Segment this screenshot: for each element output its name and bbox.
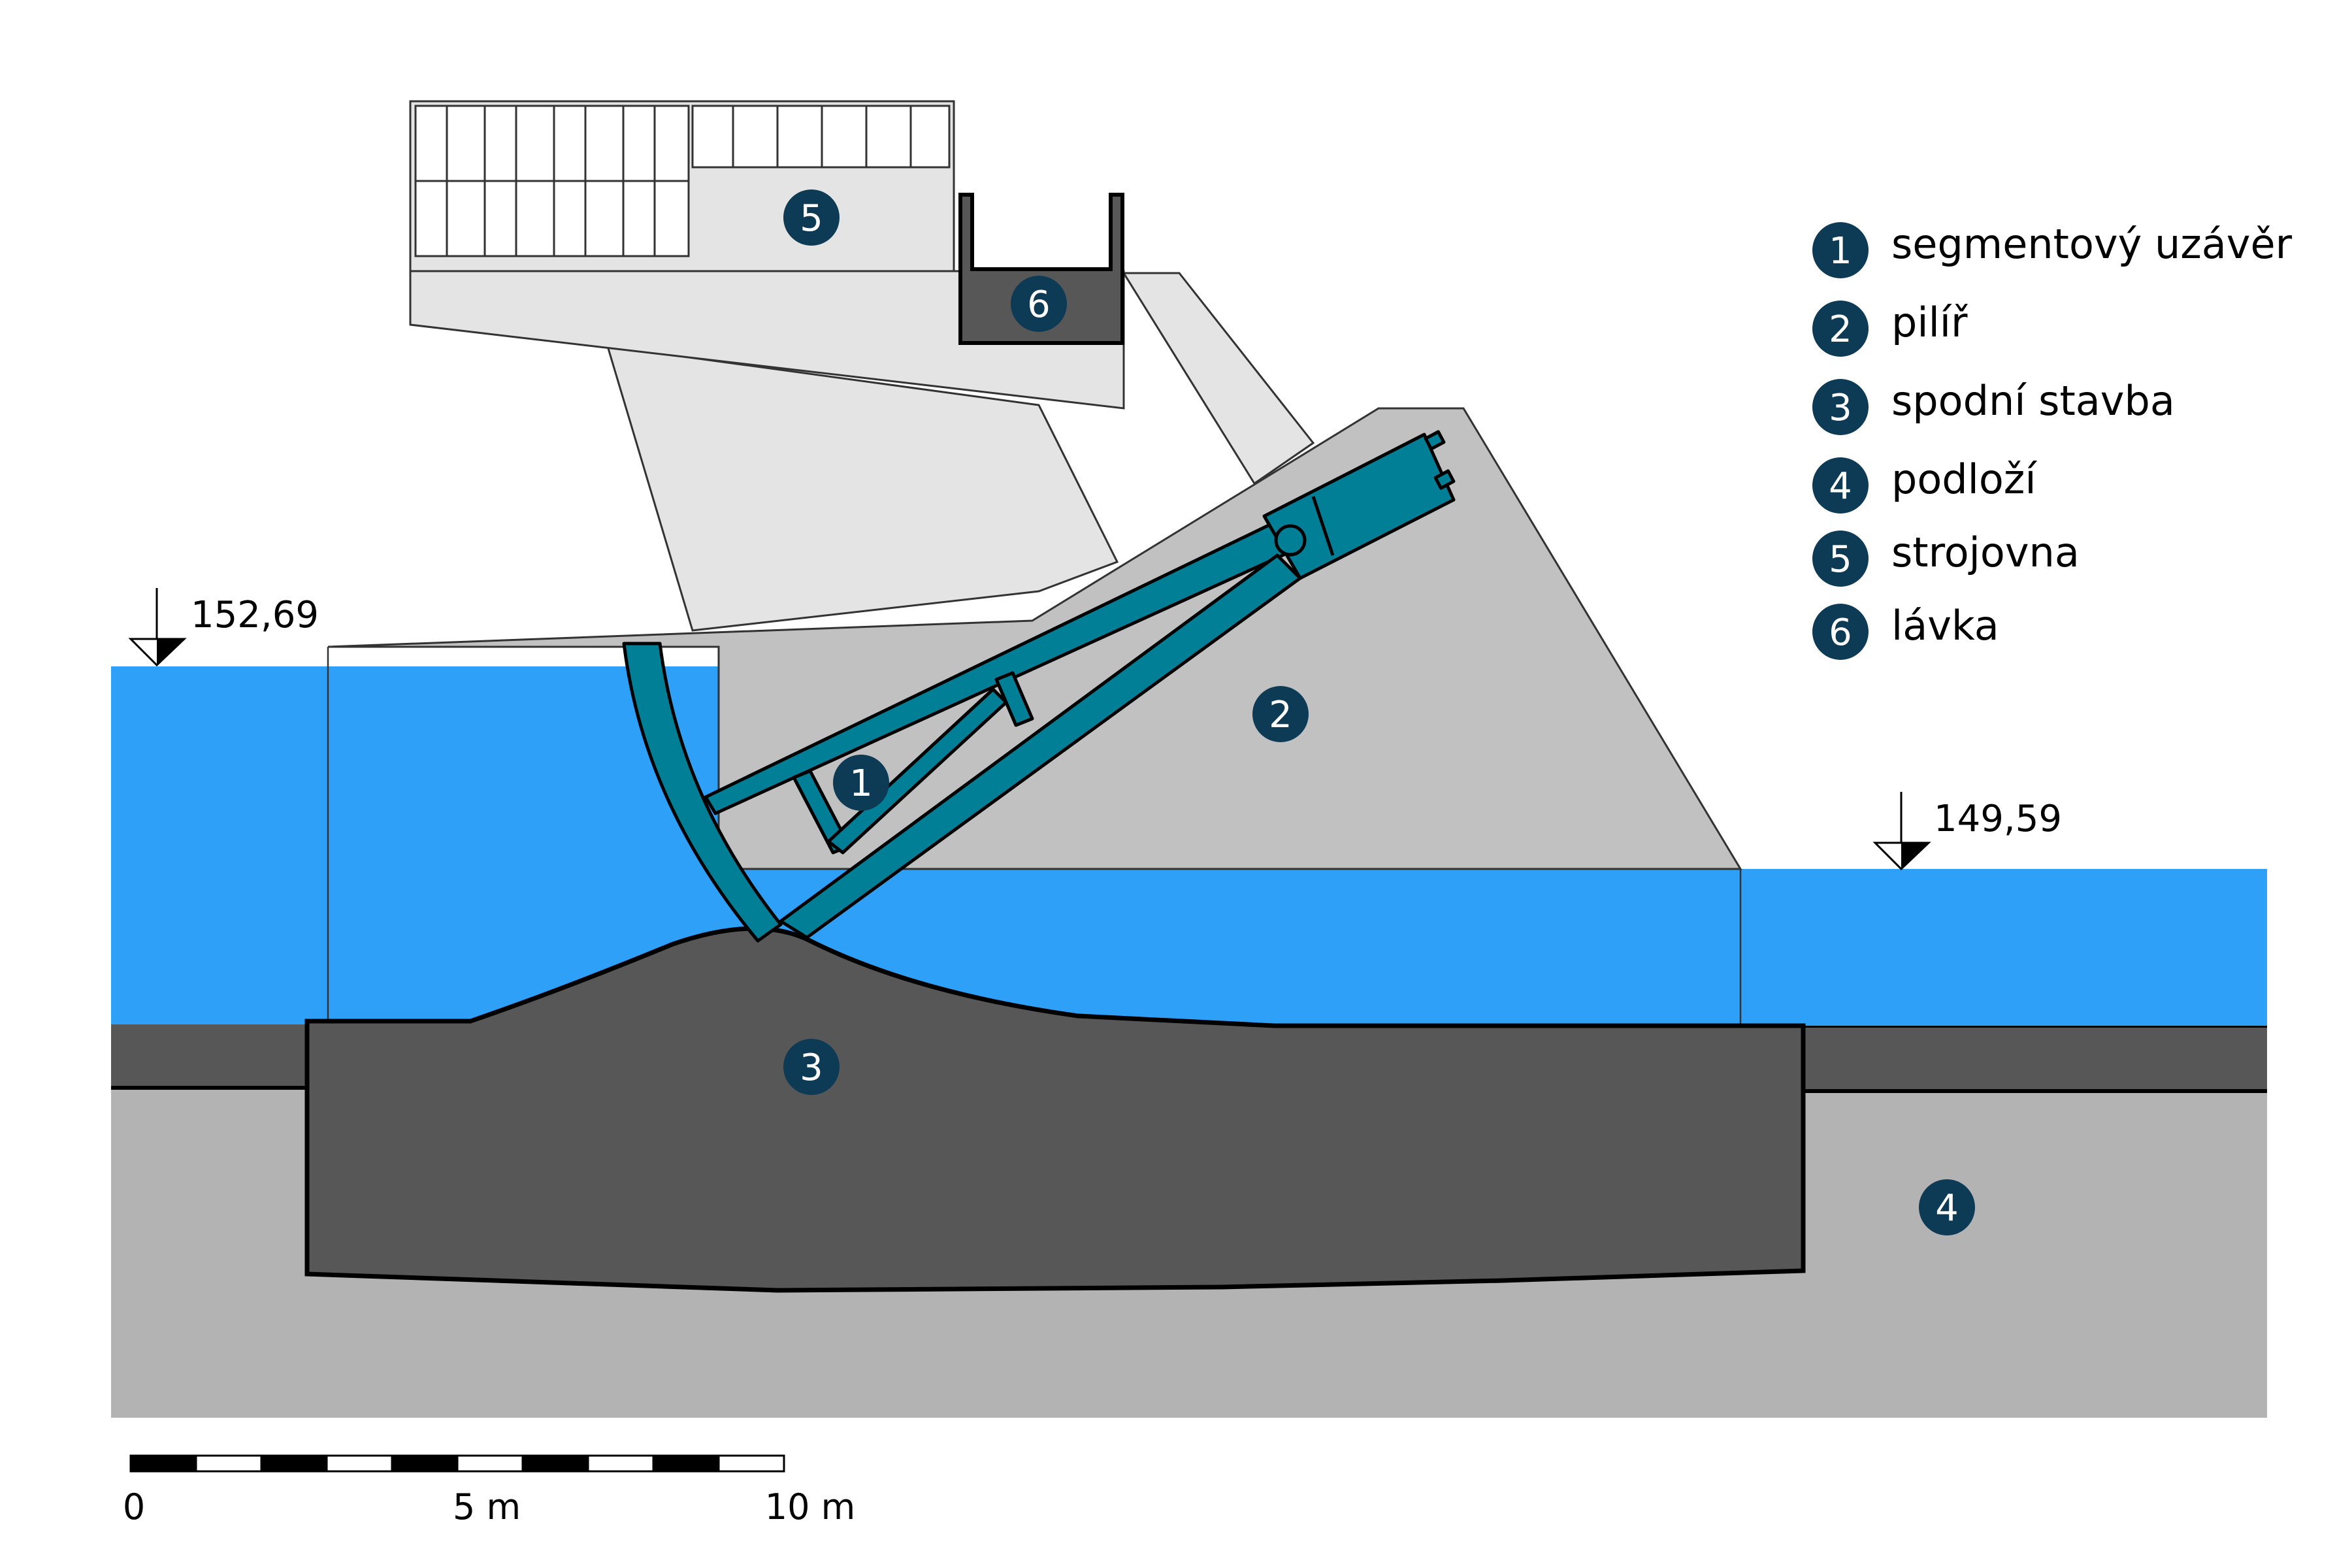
cylinder-joint-line [1311, 496, 1335, 556]
svg-text:spodní stavba: spodní stavba [1891, 377, 2175, 425]
window-mullions [416, 106, 912, 256]
scale-bar-segment [456, 1454, 524, 1473]
machine-room-arm [1122, 272, 1315, 485]
scale-bar-segment [325, 1454, 393, 1473]
svg-text:5: 5 [1829, 538, 1852, 581]
marker-footbridge: 6 [1011, 276, 1067, 332]
legend-item: 6 lávka [1812, 602, 1999, 660]
gate-strut-2 [994, 671, 1034, 727]
substructure [304, 926, 1806, 1293]
marker-pier: 2 [1252, 686, 1309, 742]
svg-text:strojovna: strojovna [1891, 529, 2080, 576]
svg-text:segmentový uzávěr: segmentový uzávěr [1891, 220, 2293, 268]
cylinder-pivot [1274, 524, 1307, 557]
footbridge-outline [958, 193, 1124, 345]
bank-layer-right [1803, 1026, 2267, 1091]
gate-diagonal [826, 687, 1008, 855]
cylinder-cap-bottom [1433, 469, 1456, 490]
scale-bar-segment [129, 1454, 197, 1473]
downstream-level-marker: 149,59 [1872, 792, 2062, 871]
marker-gate: 1 [833, 755, 889, 811]
scale-bar-segment [391, 1454, 459, 1473]
svg-text:2: 2 [1269, 694, 1292, 736]
scale-bar-segments [129, 1454, 785, 1473]
svg-text:4: 4 [1829, 465, 1852, 508]
svg-text:3: 3 [1829, 387, 1852, 429]
downstream-level-label: 149,59 [1934, 798, 2062, 840]
legend-item: 2 pilíř [1812, 299, 1968, 357]
cylinder-cap-top [1424, 430, 1446, 451]
svg-text:3: 3 [800, 1047, 823, 1089]
bank-layer-left [111, 1022, 314, 1088]
scale-bar-segment [717, 1454, 785, 1473]
scale-bar-segment [195, 1454, 263, 1473]
gate-leaf [622, 642, 783, 943]
upstream-level-marker: 152,69 [128, 588, 319, 667]
marker-substructure: 3 [783, 1039, 840, 1095]
upstream-level-label: 152,69 [191, 594, 319, 636]
scale-bar-segment [587, 1454, 655, 1473]
svg-text:6: 6 [1027, 284, 1051, 326]
segment-gate [622, 430, 1456, 943]
scale-label-0: 0 [123, 1486, 145, 1527]
legend-item: 5 strojovna [1812, 529, 2080, 587]
svg-text:lávka: lávka [1891, 602, 1999, 649]
scale-bar: 0 5 m 10 m [123, 1454, 855, 1527]
scale-label-5m: 5 m [453, 1486, 521, 1527]
machine-room-support [606, 345, 1119, 632]
legend-item: 4 podloží [1812, 455, 2037, 514]
svg-text:4: 4 [1935, 1187, 1959, 1230]
marker-subsoil: 4 [1919, 1179, 1975, 1235]
svg-text:pilíř: pilíř [1891, 299, 1968, 346]
svg-text:2: 2 [1829, 308, 1852, 351]
scale-label-10m: 10 m [765, 1486, 855, 1527]
svg-text:6: 6 [1829, 612, 1852, 654]
marker-machine-room: 5 [783, 189, 840, 246]
scale-bar-segment [652, 1454, 720, 1473]
scale-bar-segment [260, 1454, 328, 1473]
svg-text:1: 1 [1829, 230, 1852, 272]
svg-text:5: 5 [800, 197, 823, 240]
svg-text:podloží: podloží [1891, 455, 2037, 503]
legend-item: 3 spodní stavba [1812, 377, 2175, 435]
legend-item: 1 segmentový uzávěr [1812, 220, 2293, 278]
svg-text:1: 1 [849, 762, 873, 805]
legend: 1 segmentový uzávěr 2 pilíř 3 spodní sta… [1812, 220, 2293, 660]
scale-bar-segment [521, 1454, 589, 1473]
hydraulic-cylinder [1262, 433, 1456, 580]
